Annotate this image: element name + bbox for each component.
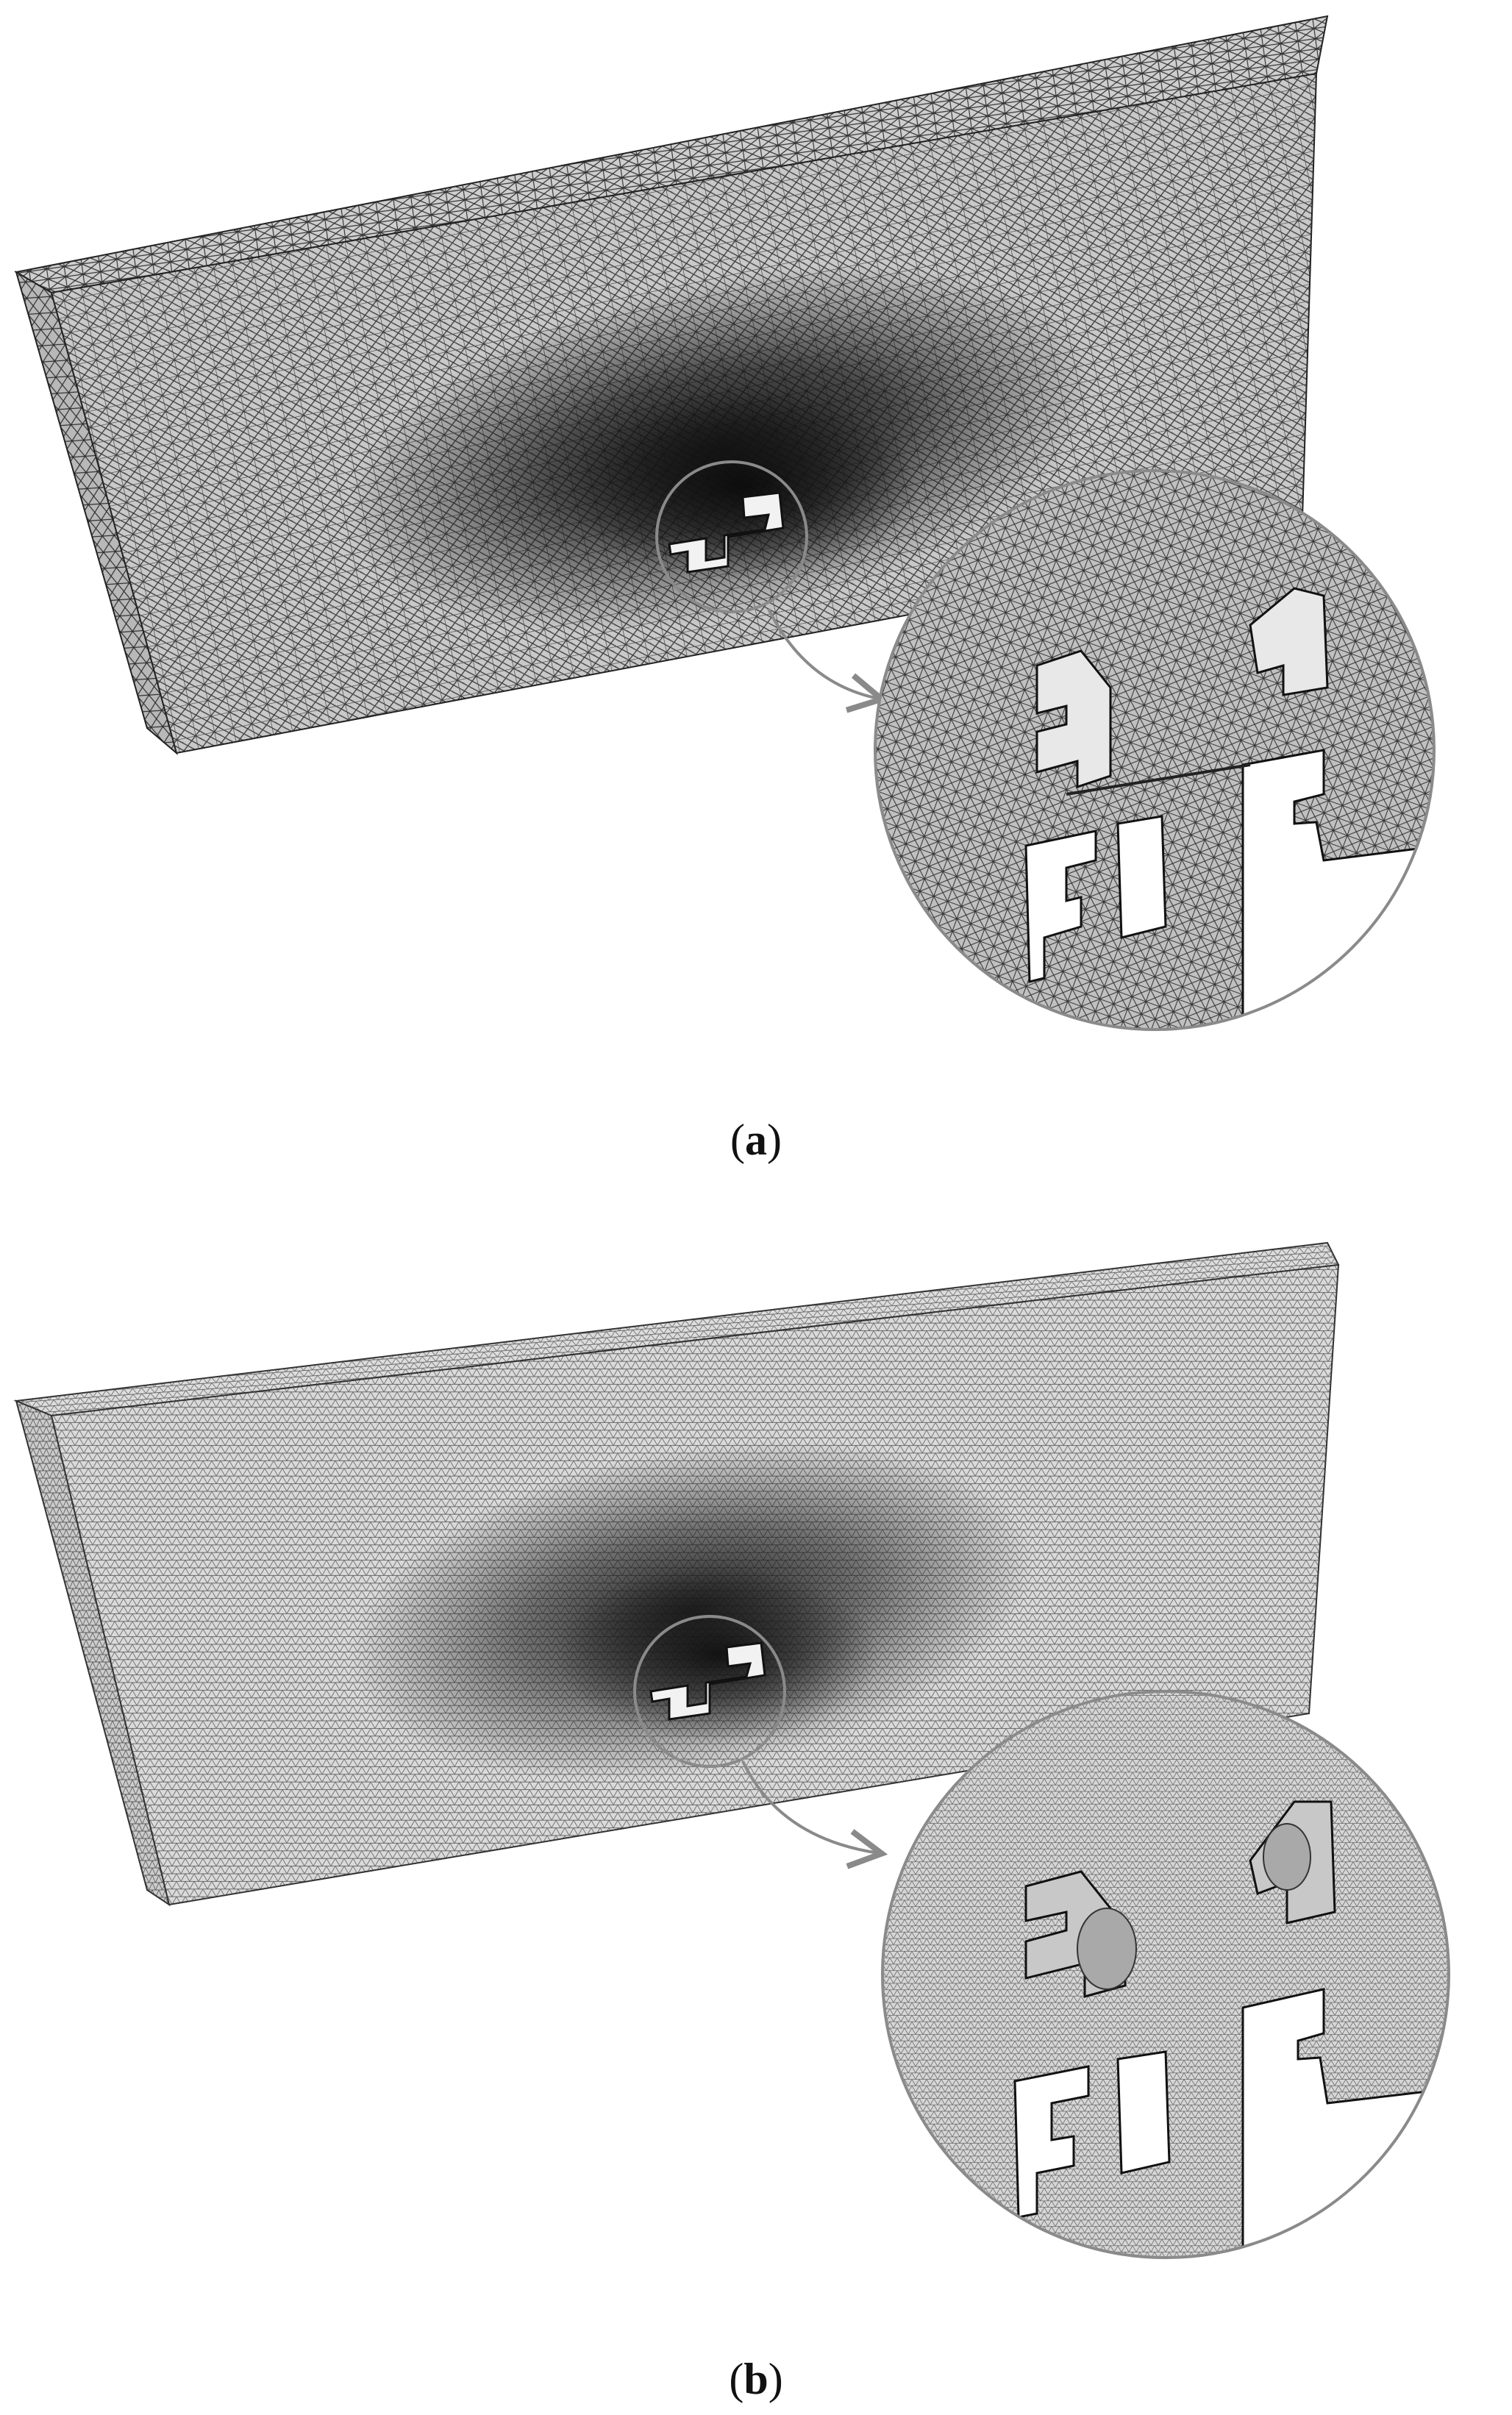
magnifier-circle-a bbox=[655, 460, 808, 613]
zoom-view-a bbox=[874, 469, 1436, 1031]
magnifier-circle-b bbox=[633, 1615, 786, 1768]
zoom-circle-a bbox=[874, 469, 1436, 1031]
zoom-a-cutout-upper-right bbox=[1249, 587, 1329, 696]
zoom-a-cutout-lower-center bbox=[1116, 815, 1167, 939]
panel-label-b: (b) bbox=[729, 2355, 782, 2403]
callout-arrow-a bbox=[767, 608, 879, 699]
panel-b bbox=[13, 1241, 1450, 2259]
zoom-b-cutout-lower-center bbox=[1116, 2050, 1171, 2175]
beam-a-notch bbox=[668, 491, 785, 574]
zoom-view-b bbox=[881, 1690, 1450, 2259]
zoom-b-cutout-lower-left bbox=[1013, 2065, 1090, 2219]
beam-a-refinement-zone bbox=[345, 265, 1096, 632]
zoom-a-cutout-upper-left bbox=[1035, 649, 1112, 789]
zoom-a-cutout-lower-left bbox=[1024, 830, 1097, 983]
panel-a bbox=[14, 15, 1436, 1031]
zoom-circle-b bbox=[881, 1690, 1450, 2259]
callout-arrow-b bbox=[741, 1761, 879, 1853]
panel-label-a: (a) bbox=[730, 1116, 782, 1164]
beam-b-notch bbox=[649, 1641, 766, 1721]
